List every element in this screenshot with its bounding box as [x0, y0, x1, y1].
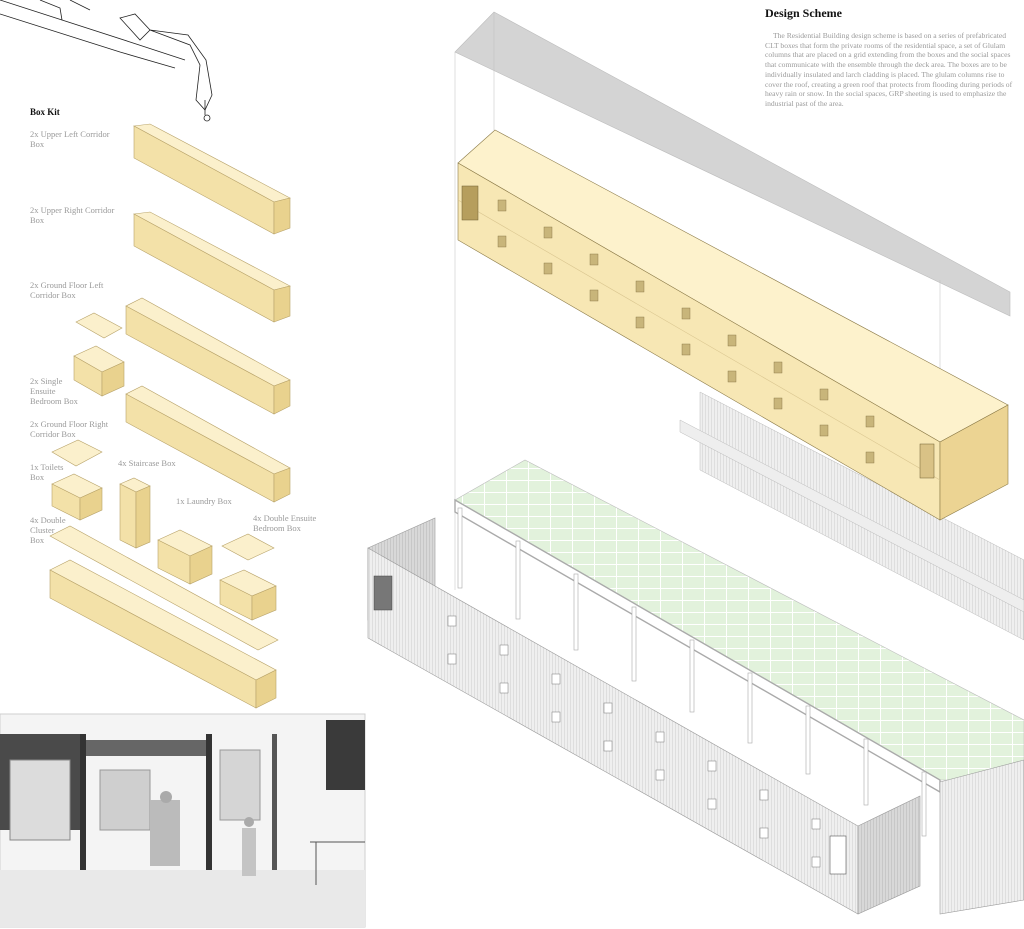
- toilets-box: [51, 439, 103, 521]
- cladding-window: [707, 760, 717, 772]
- kit-label-toilets: 1x Toilets Box: [30, 462, 64, 482]
- box-kit-title: Box Kit: [30, 107, 60, 117]
- cladding-window: [551, 711, 561, 723]
- clt-window: [819, 424, 829, 437]
- glulam-column: [921, 771, 927, 837]
- box-kit-drawings: [49, 123, 291, 709]
- clt-window: [543, 262, 553, 275]
- clt-window: [635, 280, 645, 293]
- clt-end-window: [919, 443, 935, 479]
- kit-label-double-cluster: 4x Double Cluster Box: [30, 515, 66, 545]
- glulam-column: [747, 672, 753, 744]
- cladding-window: [603, 702, 613, 714]
- cladding-window: [551, 673, 561, 685]
- glulam-column: [631, 606, 637, 682]
- clt-window: [543, 226, 553, 239]
- cladding-door: [373, 575, 393, 611]
- design-scheme-title: Design Scheme: [765, 6, 842, 20]
- glulam-column: [689, 639, 695, 713]
- clt-window: [681, 307, 691, 320]
- clt-window: [589, 289, 599, 302]
- ground-right-corridor-box: [125, 385, 291, 503]
- clt-window: [865, 415, 875, 428]
- single-ensuite-box: [73, 312, 125, 397]
- kit-label-double-ensuite: 4x Double Ensuite Bedroom Box: [253, 513, 317, 533]
- clt-end-window: [461, 185, 479, 221]
- roof-panel: [454, 11, 1011, 317]
- clt-window: [773, 361, 783, 374]
- cladding-window: [447, 615, 457, 627]
- kit-label-ground-left-corridor: 2x Ground Floor Left Corridor Box: [30, 280, 104, 300]
- glulam-column: [805, 705, 811, 775]
- cladding-window: [759, 789, 769, 801]
- kit-label-staircase: 4x Staircase Box: [118, 458, 176, 468]
- cladding-window: [707, 798, 717, 810]
- design-scheme-text: The Residential Building design scheme i…: [765, 31, 1013, 108]
- social-space-frame: [679, 391, 1024, 641]
- upper-left-corridor-box: [133, 123, 291, 235]
- laundry-box: [157, 529, 213, 585]
- clt-window: [727, 370, 737, 383]
- cladding-window: [603, 740, 613, 752]
- cladding-window: [499, 682, 509, 694]
- double-cluster-box: [49, 525, 279, 709]
- cladding-window: [655, 769, 665, 781]
- clt-window: [865, 451, 875, 464]
- ground-left-corridor-box: [125, 297, 291, 415]
- clt-window: [497, 235, 507, 248]
- kit-label-upper-left-corridor: 2x Upper Left Corridor Box: [30, 129, 110, 149]
- kit-label-upper-right-corridor: 2x Upper Right Corridor Box: [30, 205, 115, 225]
- clt-window: [681, 343, 691, 356]
- cladding-window: [655, 731, 665, 743]
- cladding-window: [759, 827, 769, 839]
- interior-perspective-sketch: [0, 713, 366, 928]
- staircase-box: [119, 477, 151, 549]
- clt-window: [773, 397, 783, 410]
- clt-window: [497, 199, 507, 212]
- kit-label-laundry: 1x Laundry Box: [176, 496, 232, 506]
- cladding-window: [447, 653, 457, 665]
- cladding-window: [811, 856, 821, 868]
- double-ensuite-box: [219, 533, 277, 621]
- glulam-column: [573, 573, 579, 651]
- clt-window: [819, 388, 829, 401]
- cladding-window: [811, 818, 821, 830]
- kit-label-single-ensuite: 2x Single Ensuite Bedroom Box: [30, 376, 78, 406]
- crane-sketch: [0, 0, 213, 122]
- clt-residential-block: [457, 129, 1009, 521]
- clt-window: [589, 253, 599, 266]
- glulam-column: [457, 507, 463, 589]
- glulam-column: [515, 540, 521, 620]
- kit-label-ground-right-corridor: 2x Ground Floor Right Corridor Box: [30, 419, 109, 439]
- clt-window: [727, 334, 737, 347]
- clt-window: [635, 316, 645, 329]
- upper-right-corridor-box: [133, 211, 291, 323]
- glulam-column: [863, 738, 869, 806]
- cladding-door: [829, 835, 847, 875]
- cladding-window: [499, 644, 509, 656]
